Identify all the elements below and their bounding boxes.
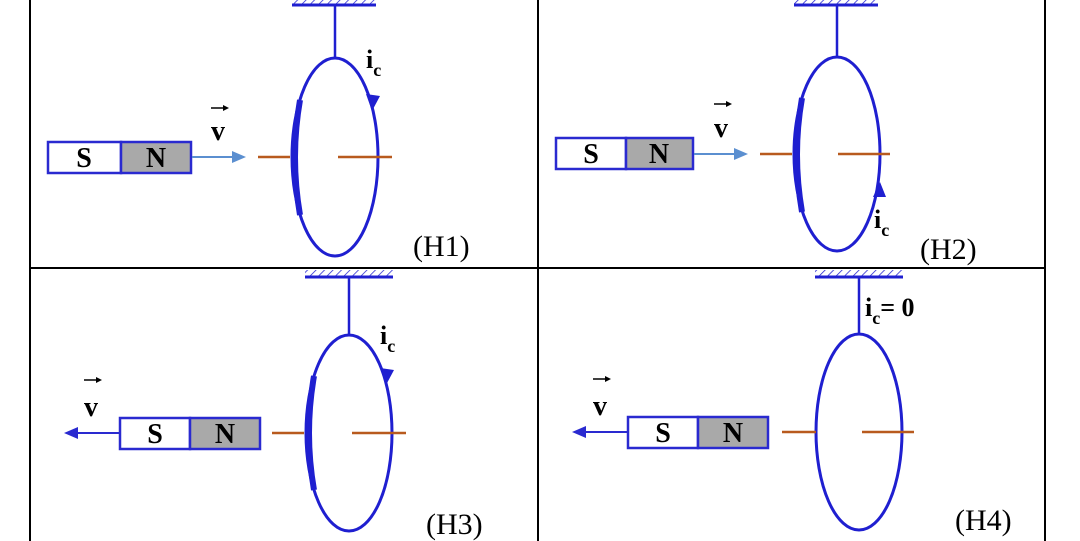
- velocity-arrow: v: [64, 377, 119, 439]
- panel-h1: S N v ic (H1): [46, 0, 470, 263]
- current-label: ic: [366, 45, 381, 80]
- support-hatch: [815, 270, 903, 276]
- ring-thick-edge: [292, 99, 303, 216]
- magnet-south-label: S: [655, 418, 671, 449]
- panel-h2: S N v ic (H2): [554, 0, 977, 266]
- magnet-north-label: N: [649, 139, 669, 170]
- velocity-symbol: v: [714, 113, 728, 144]
- velocity-arrow: v: [192, 105, 246, 163]
- vector-bar-head: [726, 101, 732, 107]
- magnet-south-label: S: [583, 139, 599, 170]
- panel-label-h3: (H3): [426, 508, 483, 541]
- support-hatch: [794, 0, 878, 5]
- magnet-south-label: S: [76, 143, 92, 174]
- velocity-symbol: v: [84, 392, 98, 423]
- magnet-south-pole: [554, 136, 628, 171]
- panel-grid: [29, 0, 1046, 541]
- velocity-arrowhead: [232, 151, 246, 163]
- magnet-north-label: N: [723, 418, 743, 449]
- magnet-north-pole: [188, 416, 262, 451]
- velocity-arrowhead: [572, 426, 586, 438]
- magnet-north-label: N: [215, 419, 235, 450]
- magnet: S N: [554, 136, 695, 171]
- magnet: S N: [46, 140, 193, 175]
- magnet: S N: [118, 416, 262, 451]
- vector-bar-head: [605, 376, 611, 382]
- velocity-arrow: v: [694, 101, 748, 160]
- ring-thick-edge: [306, 375, 317, 491]
- current-direction-arrow: [873, 182, 886, 197]
- magnet-north-label: N: [146, 143, 166, 174]
- panel-label-h4: (H4): [955, 504, 1012, 537]
- current-label: ic= 0: [865, 293, 915, 328]
- panel-label-h2: (H2): [920, 233, 977, 266]
- magnet-north-pole: [624, 136, 695, 171]
- velocity-arrow: v: [572, 376, 627, 438]
- support-hatch: [305, 270, 393, 276]
- magnet-south-pole: [626, 415, 700, 450]
- current-direction-arrow: [380, 368, 394, 385]
- magnet-south-label: S: [147, 419, 163, 450]
- magnet-south-pole: [118, 416, 192, 451]
- velocity-symbol: v: [211, 116, 225, 147]
- panel-label-h1: (H1): [413, 230, 470, 263]
- velocity-symbol: v: [593, 391, 607, 422]
- panel-h3: S N v ic (H3): [64, 270, 483, 541]
- magnet-north-pole: [696, 415, 770, 450]
- support-hatch: [292, 0, 376, 5]
- velocity-arrowhead: [64, 427, 78, 439]
- current-label: ic: [380, 321, 395, 356]
- magnet-south-pole: [46, 140, 123, 175]
- vector-bar-head: [96, 377, 102, 383]
- magnet-north-pole: [119, 140, 193, 175]
- panel-h4: S N v ic= 0 (H4): [572, 270, 1012, 537]
- velocity-arrowhead: [734, 148, 748, 160]
- current-direction-arrow: [366, 94, 380, 111]
- ring-thick-edge: [794, 97, 805, 213]
- magnet: S N: [626, 415, 770, 450]
- vector-bar-head: [223, 105, 229, 111]
- current-label: ic: [874, 205, 889, 240]
